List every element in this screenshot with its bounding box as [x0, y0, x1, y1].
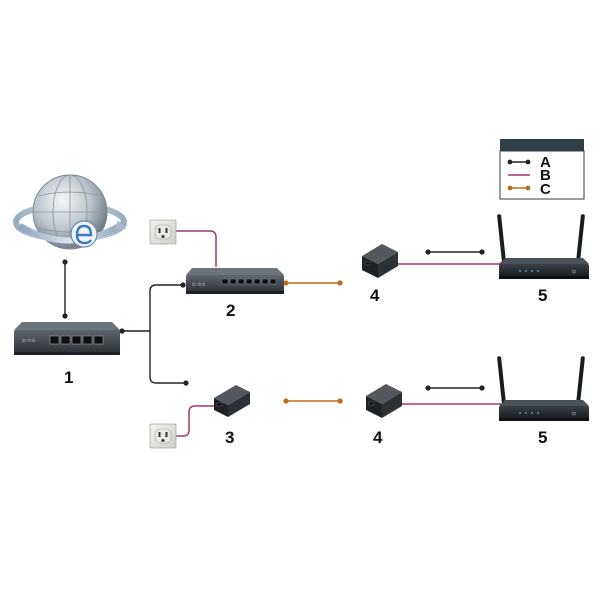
- ethernet-dot: [62, 313, 68, 319]
- legend-label-c: C: [540, 181, 551, 198]
- power-cable-injector: [176, 405, 216, 437]
- legend-header: [500, 139, 584, 151]
- svg-text:tp: tp: [572, 411, 576, 417]
- access-point-bottom: tp: [497, 356, 589, 421]
- poe-splitter-top: [362, 244, 398, 278]
- poe-injector: [214, 385, 250, 417]
- poe-dot: [337, 398, 343, 404]
- svg-text:tp-link: tp-link: [22, 338, 36, 344]
- ethernet-bracket: [149, 331, 186, 384]
- ethernet-dot: [425, 385, 431, 391]
- ethernet-ports: [49, 335, 104, 345]
- globe-icon: [13, 174, 127, 250]
- poe-splitter-bottom: [366, 384, 402, 418]
- legend-item-b: B: [508, 167, 551, 184]
- connections: [62, 230, 502, 437]
- poe-dot: [337, 280, 343, 286]
- poe-dot: [283, 398, 289, 404]
- label-gateway: 1: [64, 368, 73, 387]
- legend-label-b: B: [540, 167, 551, 184]
- svg-text:tp-link: tp-link: [192, 282, 206, 288]
- label-poe-switch: 2: [226, 301, 235, 320]
- poe-dot: [283, 280, 289, 286]
- access-point-top: tp: [497, 214, 589, 279]
- ethernet-dot: [479, 249, 485, 255]
- legend: A B C: [499, 139, 585, 200]
- label-access-point-top: 5: [538, 286, 547, 305]
- svg-text:tp: tp: [572, 269, 576, 275]
- power-outlet-icon: [149, 423, 177, 449]
- ethernet-dot: [180, 282, 186, 288]
- label-poe-splitter-top: 4: [370, 286, 380, 305]
- legend-item-c: C: [507, 181, 551, 198]
- poe-switch: tp-link: [186, 268, 284, 294]
- power-cable-switch: [176, 230, 217, 267]
- ethernet-dot: [119, 328, 125, 334]
- gateway-router: tp-link: [14, 322, 120, 355]
- power-outlet-icon: [149, 219, 177, 245]
- ethernet-dot: [479, 385, 485, 391]
- ethernet-bracket: [149, 284, 183, 331]
- ethernet-dot: [425, 249, 431, 255]
- label-access-point-bottom: 5: [538, 428, 547, 447]
- ethernet-dot: [183, 380, 189, 386]
- label-poe-splitter-bottom: 4: [373, 428, 383, 447]
- ethernet-dot: [62, 259, 68, 265]
- label-poe-injector: 3: [225, 428, 234, 447]
- legend-label-a: A: [540, 154, 551, 171]
- legend-item-a: A: [507, 154, 551, 171]
